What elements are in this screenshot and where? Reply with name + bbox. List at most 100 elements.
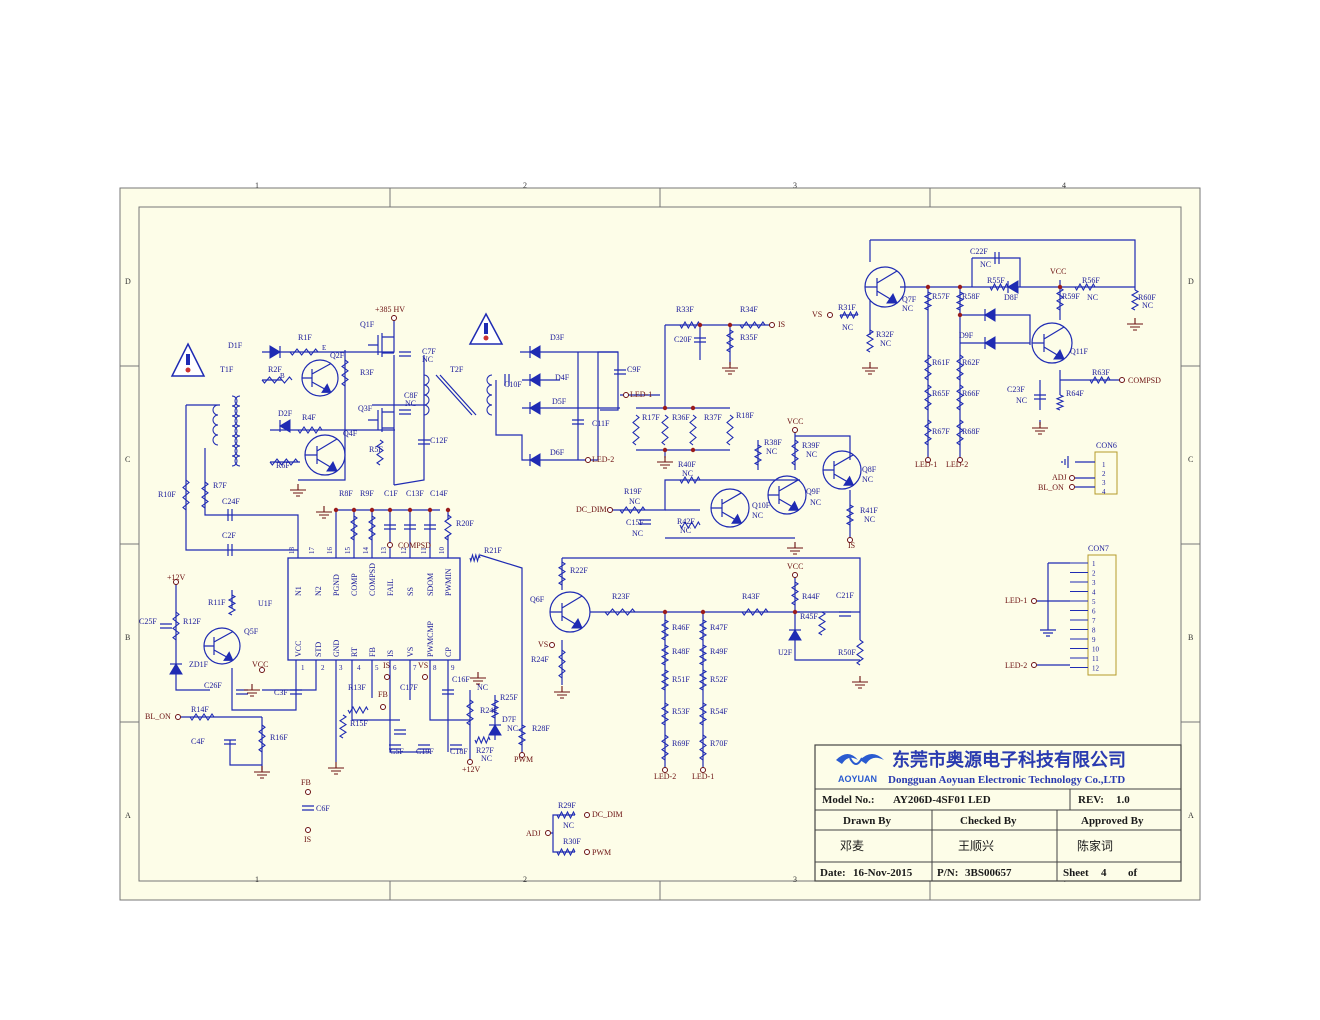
junction-dot — [727, 322, 733, 328]
resistor — [1130, 289, 1140, 311]
pn-value: 3BS00657 — [965, 867, 1012, 879]
net-label: ADJ — [1052, 473, 1067, 482]
ref-label: R49F — [710, 647, 728, 656]
junction-dot — [662, 405, 668, 411]
ic-pin-number: 4 — [357, 664, 361, 672]
mosfet — [368, 333, 394, 357]
resistor — [350, 515, 358, 541]
net-label: IS — [778, 320, 785, 329]
ref-label: D4F — [555, 373, 570, 382]
ic-ref: U1F — [258, 599, 273, 608]
net-label: VS — [812, 310, 822, 319]
ref-label: R21F — [484, 546, 502, 555]
ref-label: R33F — [676, 305, 694, 314]
ref-label: R8F — [339, 489, 353, 498]
capacitor — [572, 419, 584, 425]
nc-label: NC — [752, 511, 763, 520]
ref-label: R23F — [612, 592, 630, 601]
junction-dot — [925, 284, 931, 290]
junction-dot — [1057, 284, 1063, 290]
net-label: COMPSD — [398, 541, 431, 550]
con7-pin: 7 — [1092, 617, 1096, 625]
diode — [488, 724, 502, 736]
ref-label: C9F — [627, 365, 641, 374]
net-label: DC_DIM — [576, 505, 607, 514]
resistor — [368, 515, 376, 541]
diode — [169, 663, 183, 675]
junction-dot — [697, 322, 703, 328]
controller-ic — [287, 557, 461, 661]
nc-label: NC — [864, 515, 875, 524]
resistor — [347, 705, 369, 715]
nc-label: NC — [806, 450, 817, 459]
resistor — [698, 669, 708, 691]
resistor — [856, 639, 864, 666]
ref-label: Q7F — [902, 295, 917, 304]
ic-pin-name: VCC — [294, 641, 303, 657]
capacitor — [160, 623, 172, 629]
ref-label: Q5F — [244, 627, 259, 636]
resistor — [444, 514, 452, 541]
ref-label: R40F — [678, 460, 696, 469]
capacitor — [227, 544, 233, 556]
ref-label: R44F — [802, 592, 820, 601]
net-port — [422, 674, 428, 680]
capacitor — [227, 509, 233, 521]
warning-icon — [468, 312, 504, 345]
resistor — [725, 329, 735, 353]
con7-pin: 8 — [1092, 627, 1096, 635]
transistor-arrow — [1053, 348, 1065, 360]
ref-label: Q9F — [806, 487, 821, 496]
nc-label: NC — [481, 754, 492, 763]
con7-ground-wire — [1040, 562, 1070, 637]
ic-pin-number: 11 — [420, 547, 428, 554]
ref-label: C13F — [406, 489, 424, 498]
ref-label: D8F — [1004, 293, 1019, 302]
ref-label: R25F — [500, 693, 518, 702]
ref-label: R9F — [360, 489, 374, 498]
ref-label: R57F — [932, 292, 950, 301]
resistor — [557, 561, 567, 586]
net-port — [700, 767, 706, 773]
ic-pin-name: VS — [406, 647, 415, 657]
resistor — [289, 348, 319, 356]
resistor — [698, 619, 708, 641]
ref-label: R3F — [360, 368, 374, 377]
nc-label: NC — [682, 469, 693, 478]
zone-col-4: 4 — [1062, 181, 1066, 190]
net-port — [467, 759, 473, 765]
con6-pin: 3 — [1102, 479, 1106, 487]
transistor-leads — [302, 363, 332, 393]
resistor — [924, 419, 932, 446]
resistor — [269, 458, 299, 466]
nc-label: NC — [1087, 293, 1098, 302]
resistor — [490, 699, 500, 719]
con6-wire — [1075, 477, 1095, 488]
net-label: ADJ — [526, 829, 541, 838]
ref-label: Q11F — [1070, 347, 1088, 356]
warning-icon — [170, 342, 206, 377]
capacitor — [639, 519, 651, 525]
ic-pin-name: PWMCMP — [426, 620, 435, 657]
ref-label: R11F — [208, 598, 226, 607]
ref-label: R64F — [1066, 389, 1084, 398]
ref-label: R18F — [736, 411, 754, 420]
capacitor — [290, 689, 302, 695]
date-value: 16-Nov-2015 — [853, 867, 913, 879]
resistor — [556, 810, 576, 820]
net-label: VS — [538, 640, 548, 649]
ref-label: Q4F — [343, 429, 358, 438]
net-label: IS — [304, 835, 311, 844]
ref-label: R7F — [213, 481, 227, 490]
ref-label: C25F — [139, 617, 157, 626]
net-label: VCC — [787, 417, 803, 426]
ref-label: D7F — [502, 715, 517, 724]
transistor-arrow — [731, 513, 743, 524]
ref-label: R48F — [672, 647, 690, 656]
ref-label: C17F — [400, 683, 418, 692]
ref-label: Q10F — [752, 501, 771, 510]
net-label: FB — [301, 778, 311, 787]
ref-label: R27F — [476, 746, 494, 755]
ground-symbol — [328, 762, 344, 775]
resistor — [1055, 394, 1065, 411]
